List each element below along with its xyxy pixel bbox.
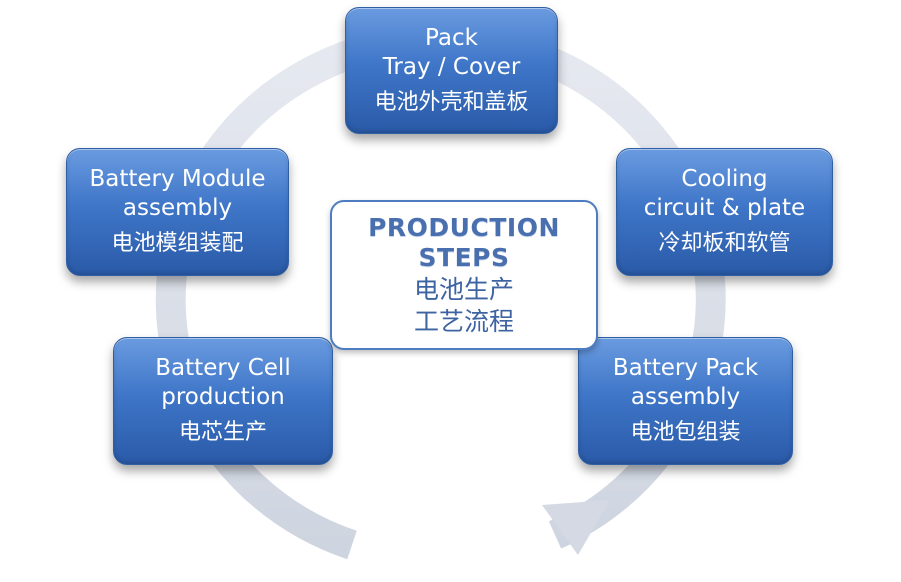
cycle-arrowhead-icon — [542, 500, 610, 555]
step-title-line1: Pack — [425, 24, 478, 51]
center-production-steps-box: PRODUCTION STEPS 电池生产 工艺流程 — [330, 200, 598, 350]
step-cooling-circuit: Cooling circuit & plate 冷却板和软管 — [616, 148, 833, 276]
step-title-line1: Battery Cell — [155, 355, 291, 381]
step-title-line2: assembly — [630, 384, 741, 410]
step-title-line2: circuit & plate — [643, 195, 806, 221]
step-title-line1: Cooling — [681, 166, 768, 192]
step-chinese-label: 电芯生产 — [178, 420, 267, 445]
step-battery-pack-assembly: Battery Pack assembly 电池包组装 — [578, 337, 793, 465]
step-title-line1: Battery Module — [89, 166, 266, 192]
step-chinese-label: 电池包组装 — [630, 420, 741, 445]
step-chinese-label: 冷却板和软管 — [658, 231, 791, 256]
step-title-line2: assembly — [122, 195, 233, 221]
step-pack-tray-cover: Pack Tray / Cover 电池外壳和盖板 — [345, 7, 558, 134]
step-battery-cell-production: Battery Cell production 电芯生产 — [113, 337, 333, 465]
step-chinese-label: 电池外壳和盖板 — [374, 89, 529, 115]
step-title-line1: Battery Pack — [612, 355, 759, 381]
center-chinese-line1: 电池生产 — [413, 275, 514, 304]
step-title-line2: production — [161, 384, 285, 410]
step-chinese-label: 电池模组装配 — [111, 231, 244, 256]
step-battery-module-assembly: Battery Module assembly 电池模组装配 — [66, 148, 289, 276]
center-chinese-line2: 工艺流程 — [413, 307, 514, 336]
center-title-line1: PRODUCTION — [368, 213, 560, 242]
step-title-line2: Tray / Cover — [382, 53, 521, 80]
center-title-line2: STEPS — [418, 243, 510, 272]
